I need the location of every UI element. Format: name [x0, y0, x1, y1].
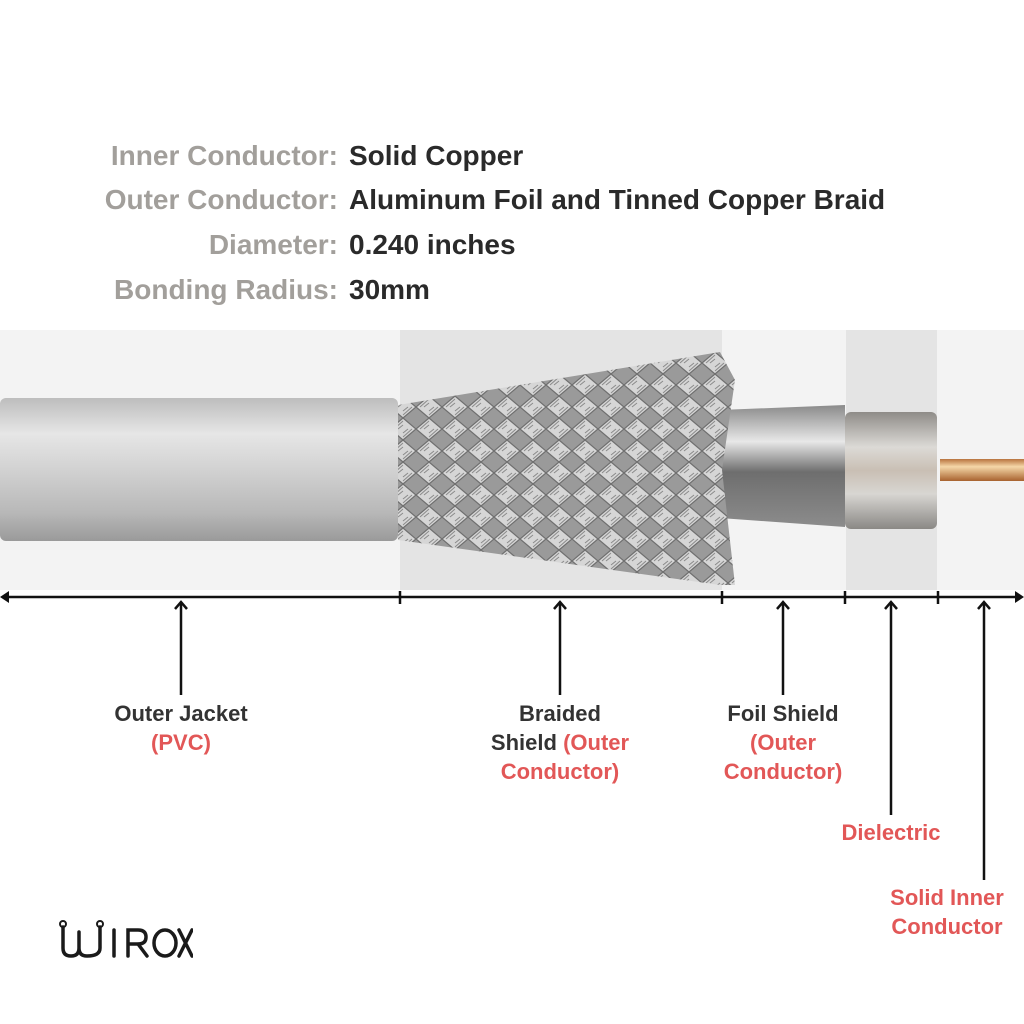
spec-label: Bonding Radius:	[114, 274, 338, 305]
label-foil-shield: Foil Shield (Outer Conductor)	[724, 699, 843, 786]
wirox-logo	[59, 920, 193, 958]
spec-label: Outer Conductor:	[104, 184, 338, 215]
part-name: Foil Shield	[727, 701, 839, 726]
spec-value: Solid Copper	[349, 140, 524, 171]
spec-value: Aluminum Foil and Tinned Copper Braid	[349, 184, 886, 215]
spec-label: Inner Conductor:	[110, 140, 338, 171]
label-braided-shield: Braided Shield (Outer Conductor)	[491, 699, 629, 786]
braided-shield	[398, 352, 735, 585]
outer-jacket	[0, 398, 398, 541]
part-name: Braided	[519, 701, 601, 726]
part-detail: (PVC)	[151, 730, 211, 755]
part-name: Dielectric	[841, 820, 941, 845]
spec-row-diameter: Diameter: 0.240 inches	[0, 229, 1024, 269]
dielectric	[845, 412, 937, 529]
spec-value: 30mm	[349, 274, 430, 305]
part-detail: Conductor)	[500, 759, 620, 784]
label-inner-conductor: Solid Inner Conductor	[890, 883, 1004, 941]
axis	[0, 591, 1024, 604]
part-name: Outer Jacket	[114, 701, 248, 726]
spec-label: Diameter:	[208, 229, 338, 260]
spec-row-inner-conductor: Inner Conductor: Solid Copper	[0, 140, 1024, 180]
part-name: Solid Inner	[890, 885, 1004, 910]
part-detail: Conductor)	[723, 759, 843, 784]
part-name: Conductor	[891, 914, 1003, 939]
spec-row-outer-conductor: Outer Conductor: Aluminum Foil and Tinne…	[0, 184, 1024, 224]
pointer-arrows	[174, 600, 991, 880]
part-detail: (Outer	[750, 730, 816, 755]
copper-conductor	[940, 459, 1024, 481]
spec-row-bonding-radius: Bonding Radius: 30mm	[0, 274, 1024, 314]
label-dielectric: Dielectric	[841, 818, 940, 847]
label-outer-jacket: Outer Jacket (PVC)	[114, 699, 247, 757]
part-detail: (Outer	[563, 730, 630, 755]
spec-value: 0.240 inches	[349, 229, 516, 260]
part-name: Shield	[490, 730, 557, 755]
foil-shield	[720, 405, 845, 527]
